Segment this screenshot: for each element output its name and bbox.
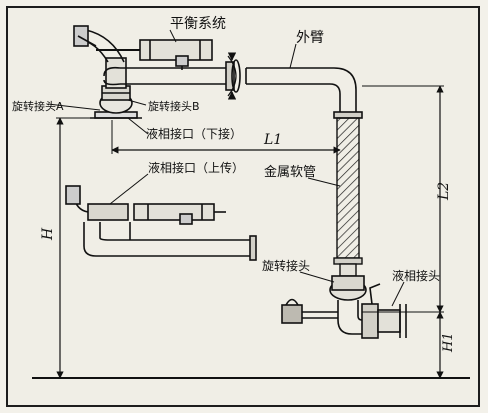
- second-arm-assembly: [65, 185, 257, 261]
- label-h1: H1: [441, 332, 456, 353]
- rotation-arc-icon: [227, 55, 237, 97]
- label-liquid-joint: 液相接头: [392, 268, 440, 283]
- outer-arm-pipe: [245, 67, 363, 119]
- label-balance-system: 平衡系统: [170, 16, 226, 32]
- diagram-frame: [6, 6, 480, 407]
- label-liquid-port-bottom: 液相接口（下接）: [146, 126, 242, 141]
- label-swivel-joint: 旋转接头: [262, 258, 310, 273]
- label-h: H: [40, 227, 56, 241]
- label-outer-arm: 外臂: [296, 30, 324, 46]
- label-metal-hose: 金属软管: [264, 164, 316, 180]
- label-l2: L2: [436, 182, 452, 201]
- label-liquid-port-top: 液相接口（上传）: [148, 160, 244, 175]
- leader-lines: [47, 29, 405, 307]
- metal-hose: [333, 117, 363, 277]
- lower-swivel-joint: [281, 275, 367, 335]
- label-l1: L1: [263, 132, 282, 148]
- label-swivel-joint-b: 旋转接头B: [148, 99, 200, 113]
- label-swivel-joint-a: 旋转接头A: [12, 99, 64, 113]
- top-arm-assembly: [73, 25, 241, 119]
